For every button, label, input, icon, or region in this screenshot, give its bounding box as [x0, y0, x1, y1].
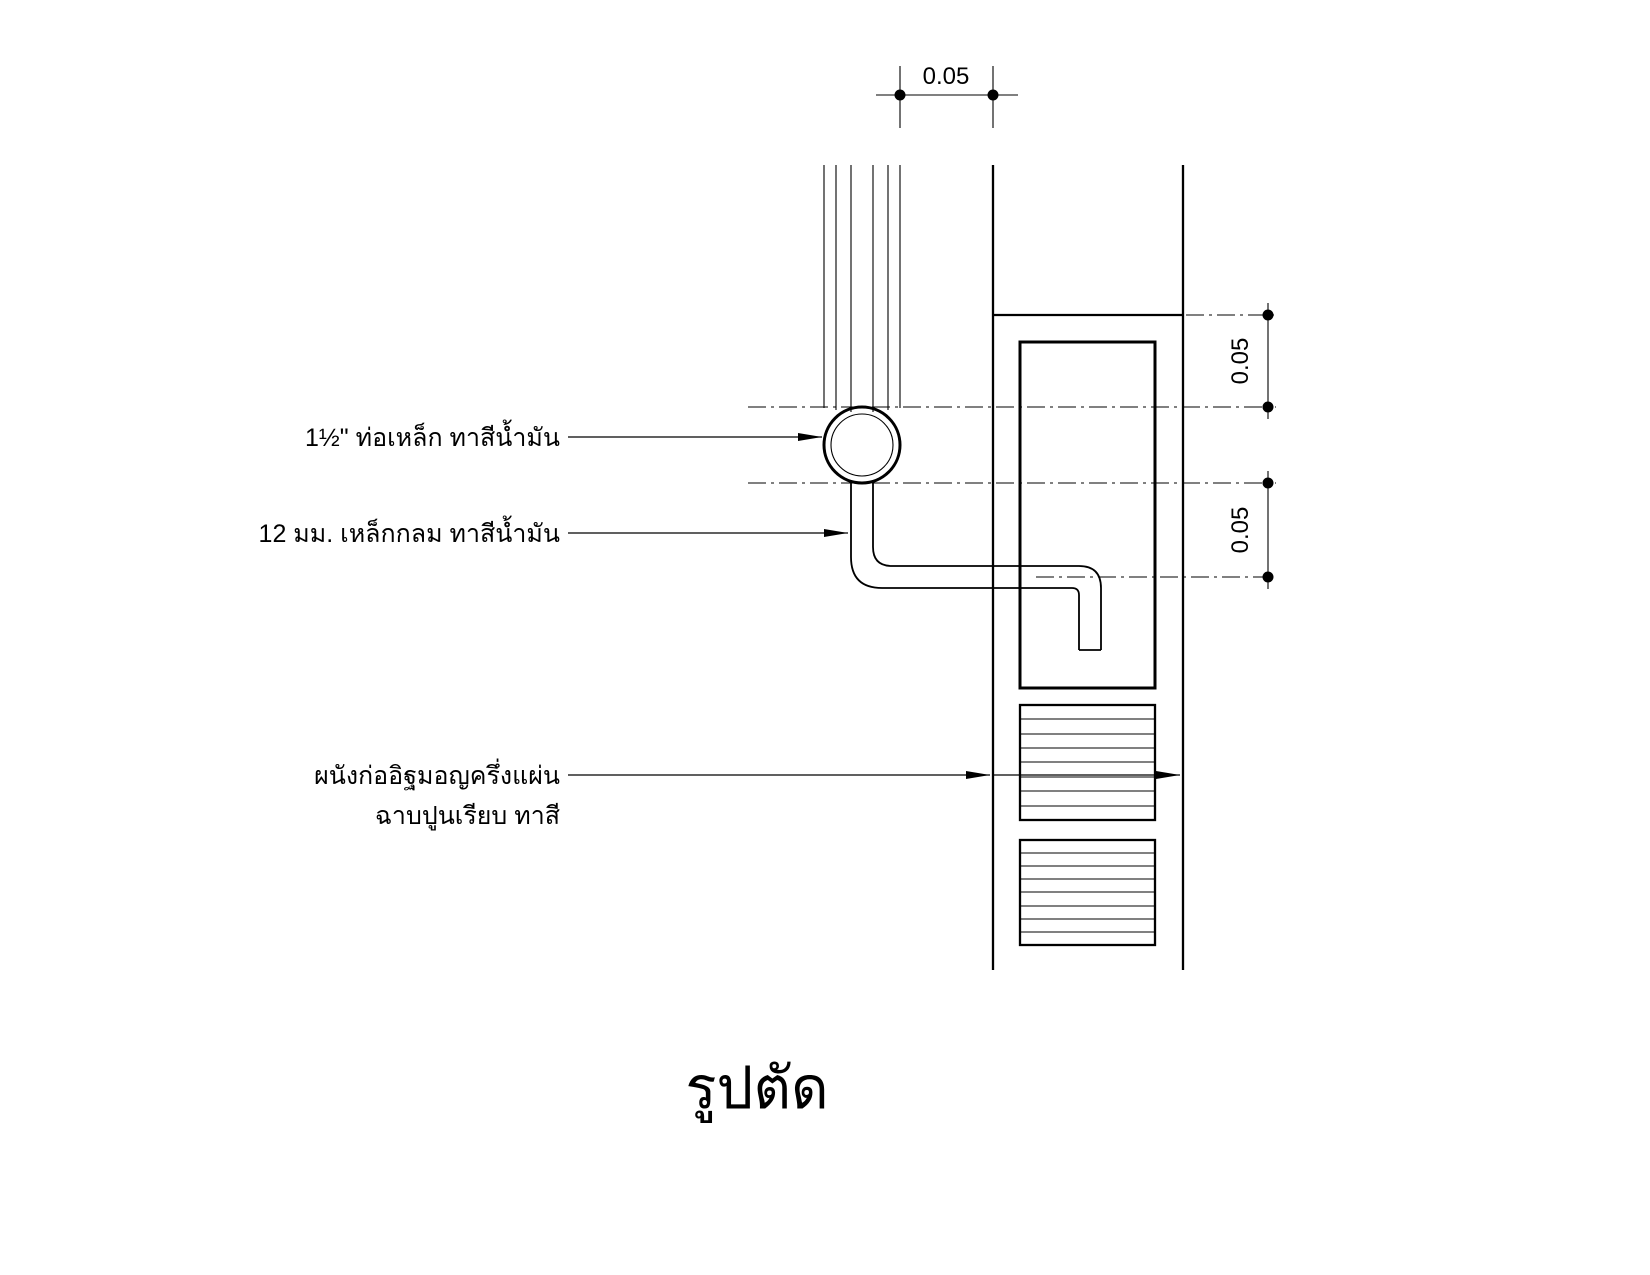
drawing-title: รูปตัด [685, 1056, 828, 1123]
recessed-panel [1018, 340, 1157, 690]
dim-top-label: 0.05 [923, 63, 970, 90]
right-dimension-upper: 0.05 [1227, 303, 1274, 419]
wall-section [991, 165, 1185, 970]
dimension-dot [1262, 477, 1274, 489]
rod-outline [850, 480, 1080, 650]
dim-right-upper-label: 0.05 [1227, 338, 1254, 385]
right-dimension-lower: 0.05 [1227, 471, 1274, 589]
dimension-dot [1262, 401, 1274, 413]
annotations: 1½" ท่อเหล็ก ทาสีน้ำมัน 12 มม. เหล็กกลม … [259, 419, 560, 831]
pipe-outer-circle [822, 405, 902, 485]
dim-right-lower-label: 0.05 [1227, 507, 1254, 554]
top-dimension: 0.05 [876, 63, 1018, 128]
dimension-dot [894, 89, 906, 101]
wall-label-line2: ฉาบปูนเรียบ ทาสี [375, 802, 560, 831]
rod-outline [872, 480, 1102, 650]
pipe-inner-circle [830, 413, 894, 477]
pipe-elevation [823, 165, 901, 412]
wall-label-line1: ผนังก่ออิฐมอญครึ่งแผ่น [314, 758, 560, 790]
dimension-dot [987, 89, 999, 101]
dimension-dot [1262, 309, 1274, 321]
brick-hatch-upper [1018, 703, 1157, 822]
leader-lines [568, 433, 1180, 779]
centerlines [748, 314, 1276, 578]
pipe-label: 1½" ท่อเหล็ก ทาสีน้ำมัน [305, 419, 560, 452]
dimension-dot [1262, 571, 1274, 583]
brick-hatch-lower [1018, 838, 1157, 947]
rod-label: 12 มม. เหล็กกลม ทาสีน้ำมัน [259, 515, 560, 548]
anchor-rod [850, 480, 1102, 651]
pipe-section [822, 405, 902, 485]
